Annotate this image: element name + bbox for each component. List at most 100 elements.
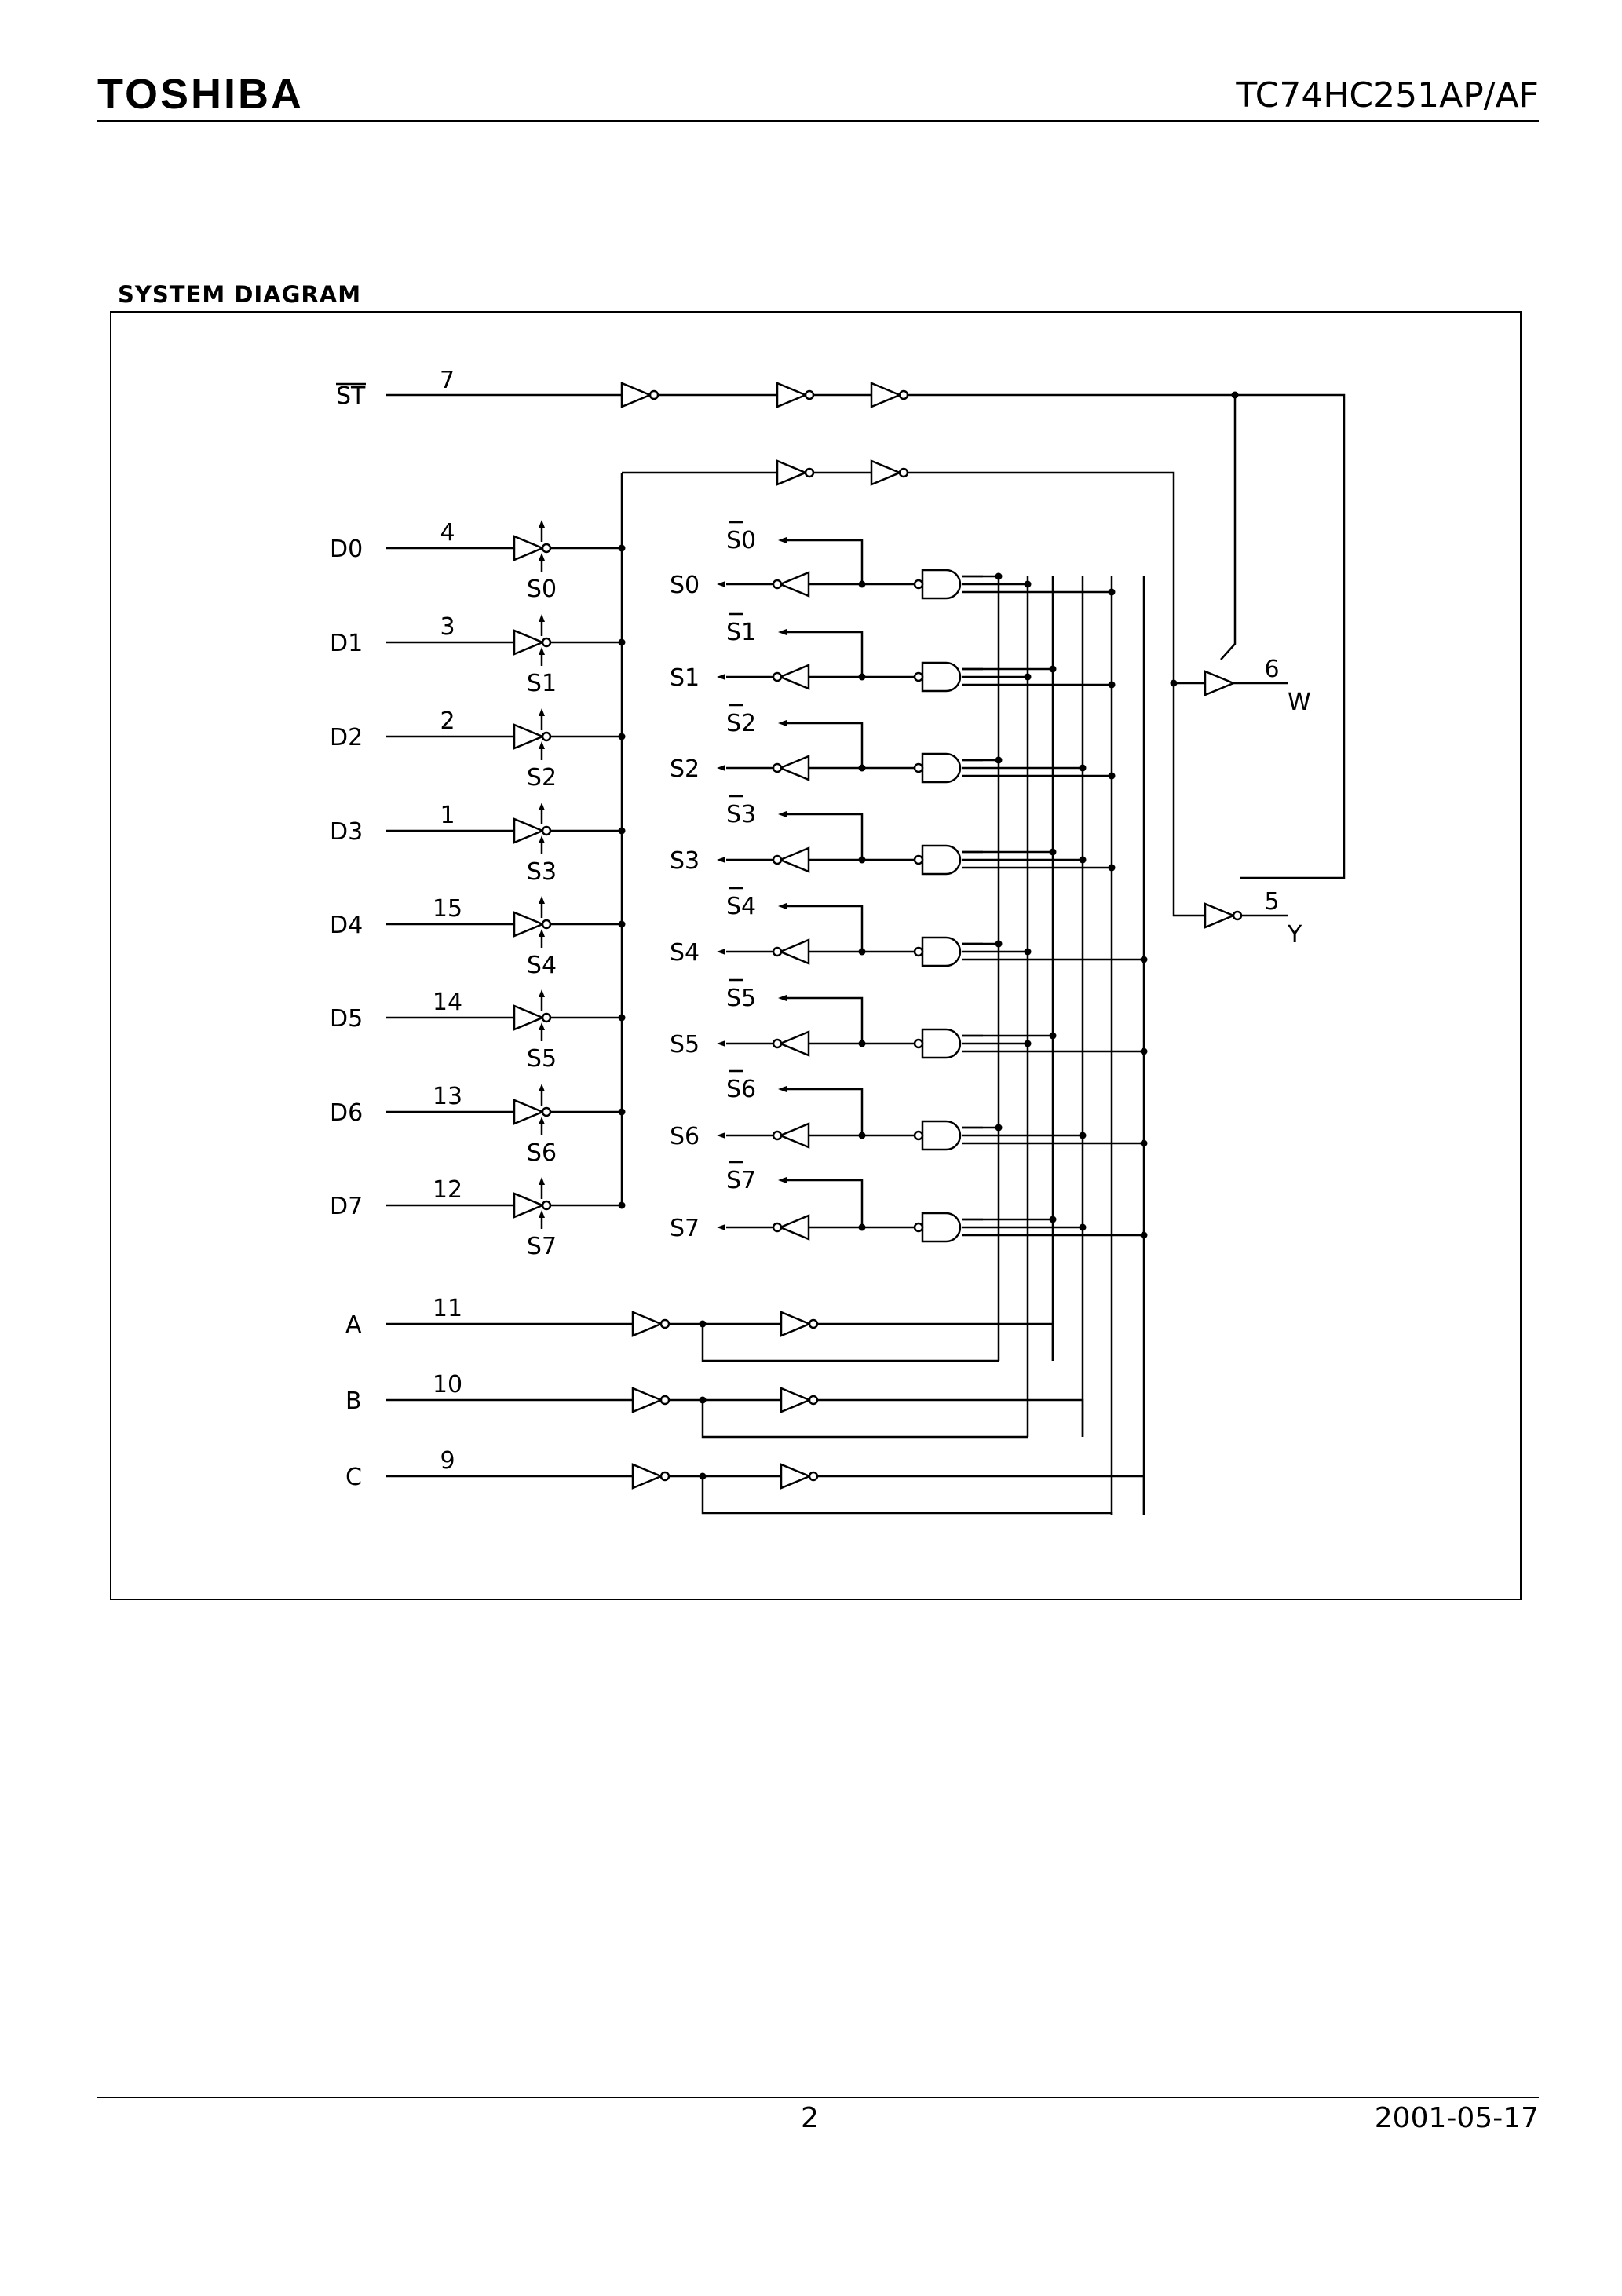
data-input-pin-d7: 12 <box>433 1176 462 1204</box>
select-inverter <box>777 571 810 598</box>
arrow-head <box>717 1224 725 1230</box>
select-inverter <box>777 664 810 690</box>
select-bar-wire <box>787 905 864 952</box>
junction-dot <box>1079 1223 1087 1231</box>
junction-dot <box>1108 588 1116 596</box>
arrow-head <box>539 1084 545 1091</box>
decoder-nand-gate <box>921 1212 962 1243</box>
diagram-frame <box>110 311 1522 1600</box>
tristate-inverter <box>513 1004 546 1031</box>
junction-dot <box>1108 864 1116 872</box>
data-input-label-d6: D6 <box>330 1099 363 1127</box>
arrow-head <box>539 989 545 997</box>
select-bar-label: S7 <box>726 1167 756 1194</box>
arrow-head <box>539 803 545 810</box>
select-bar-label: S6 <box>726 1076 756 1103</box>
strobe-label: ST <box>336 382 366 410</box>
junction-dot <box>1079 856 1087 864</box>
address-true-rail <box>817 1475 1145 1515</box>
junction-dot <box>1140 1231 1148 1239</box>
inversion-bubble <box>913 1222 924 1233</box>
junction-dot <box>995 756 1003 764</box>
data-input-select-label: S0 <box>527 576 557 603</box>
address-inverted-rail <box>701 1400 1028 1439</box>
junction-dot <box>995 572 1003 580</box>
toshiba-logo: TOSHIBA <box>97 71 305 118</box>
select-bar-wire <box>787 813 864 860</box>
select-label: S6 <box>670 1123 700 1150</box>
address-input-pin-b: 10 <box>433 1371 462 1398</box>
junction-dot <box>1108 681 1116 689</box>
decoder-nand-gate <box>921 936 962 967</box>
junction-dot <box>1024 580 1032 588</box>
diagram-labels: ST7D04S0D13S1D22S2D31S3D415S4D514S5D613S… <box>330 367 1311 1491</box>
inversion-bubble <box>772 1130 783 1141</box>
select-label: S1 <box>670 664 700 692</box>
page-number: 2 <box>801 2102 819 2134</box>
arrow-head <box>778 720 787 726</box>
y-output-inverter <box>1204 902 1237 929</box>
arrow-head <box>539 929 545 937</box>
strobe-to-w-enable <box>1220 395 1237 660</box>
inversion-bubble <box>648 389 659 400</box>
arrow-head <box>539 1117 545 1124</box>
decoder-nand-gate <box>921 661 962 693</box>
inversion-bubble <box>913 579 924 590</box>
inversion-bubble <box>541 825 552 836</box>
select-label: S3 <box>670 847 700 875</box>
junction-dot <box>858 1223 866 1231</box>
junction-dot <box>618 733 626 740</box>
arrow-head <box>539 520 545 528</box>
inversion-bubble <box>808 1471 819 1482</box>
inversion-bubble <box>1232 910 1243 921</box>
address-inverter <box>780 1311 813 1337</box>
data-input-pin-d3: 1 <box>440 802 455 829</box>
select-inverter <box>777 1122 810 1149</box>
junction-dot <box>618 1201 626 1209</box>
junction-dot <box>1170 679 1178 687</box>
tristate-inverter <box>513 535 546 561</box>
junction-dot <box>699 1320 707 1328</box>
junction-dot <box>1079 764 1087 772</box>
junction-dot <box>1024 948 1032 956</box>
junction-dot <box>858 764 866 772</box>
arrow-head <box>717 581 725 587</box>
select-label: S7 <box>670 1215 700 1242</box>
strobe-pin-number: 7 <box>440 367 455 394</box>
decoder-nand-gate <box>921 1028 962 1059</box>
part-number: TC74HC251AP/AF <box>1236 75 1539 115</box>
select-bar-label: S3 <box>726 801 756 828</box>
bus-to-y-driver <box>908 471 1205 917</box>
data-input-label-d7: D7 <box>330 1193 363 1220</box>
data-input-label-d3: D3 <box>330 818 363 846</box>
inversion-bubble <box>659 1395 670 1406</box>
arrow-head <box>539 896 545 904</box>
decoder-nand-gate <box>921 752 962 784</box>
data-input-pin-d0: 4 <box>440 519 455 547</box>
junction-dot <box>858 1040 866 1047</box>
inversion-bubble <box>541 1012 552 1023</box>
select-inverter <box>777 1030 810 1057</box>
address-inverted-rail <box>701 1476 1113 1515</box>
decoder-nand-gate <box>921 1120 962 1151</box>
inversion-bubble <box>772 1038 783 1049</box>
junction-dot <box>858 856 866 864</box>
address-inverter <box>631 1311 664 1337</box>
inversion-bubble <box>913 1038 924 1049</box>
bus-inverter <box>776 459 809 486</box>
inversion-bubble <box>913 671 924 682</box>
tristate-inverter <box>513 911 546 938</box>
arrow-head <box>778 903 787 909</box>
junction-dot <box>1079 1132 1087 1139</box>
address-inverter <box>780 1387 813 1413</box>
data-input-select-label: S4 <box>527 952 557 979</box>
strobe-inverter <box>776 382 809 408</box>
strobe-to-y-enable <box>908 393 1346 879</box>
junction-dot <box>1049 1032 1057 1040</box>
inversion-bubble <box>659 1471 670 1482</box>
arrow-head <box>539 614 545 622</box>
arrow-head <box>778 1086 787 1092</box>
address-inverter <box>780 1463 813 1490</box>
inversion-bubble <box>913 1130 924 1141</box>
